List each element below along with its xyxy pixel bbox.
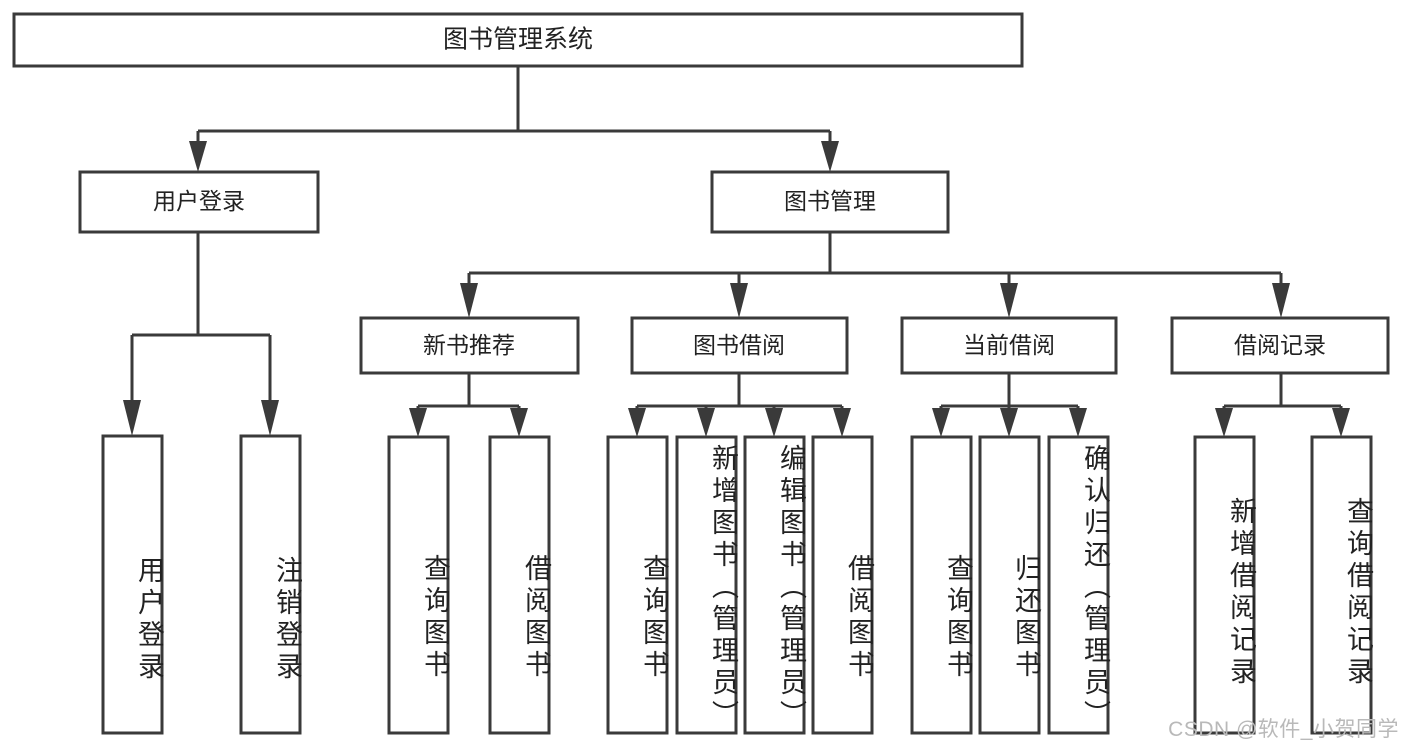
leaf-box-borrow-book-1[interactable] <box>488 435 551 735</box>
arrow-head-leaf-query-book-2 <box>628 408 646 437</box>
arrow-head-leaf-query-book-3 <box>932 408 950 437</box>
node-book-borrow-box[interactable] <box>630 316 849 375</box>
arrow-head-leaf-query-book-1 <box>409 408 427 437</box>
leaf-box-return-book[interactable] <box>978 435 1041 735</box>
node-new-book-rec[interactable]: 新书推荐 <box>359 316 580 375</box>
arrow-head-leaf-add-record <box>1215 408 1233 437</box>
arrow-head-leaf-query-record <box>1332 408 1350 437</box>
node-book-manage-box[interactable] <box>710 170 950 234</box>
leaf-box-user-login[interactable] <box>101 434 164 735</box>
arrow-head-leaf-add-book <box>697 408 715 437</box>
leaf-box-edit-book[interactable] <box>743 435 806 735</box>
arrow-head-book-manage <box>821 141 839 172</box>
arrow-head-new-book-rec <box>460 283 478 318</box>
node-current-borrow-label: 当前借阅 <box>963 332 1055 358</box>
leaf-box-add-record[interactable] <box>1193 435 1256 735</box>
node-book-borrow[interactable]: 图书借阅 <box>630 316 849 375</box>
node-root[interactable]: 图书管理系统 <box>12 12 1024 68</box>
connector-group-current-borrow <box>932 373 1087 437</box>
arrow-head-leaf-confirm-return <box>1069 408 1087 437</box>
node-book-manage-label: 图书管理 <box>784 188 876 214</box>
leaf-box-add-book[interactable] <box>675 435 738 735</box>
leaf-group-book-borrow <box>606 435 874 735</box>
connector-group-user-login <box>123 232 279 436</box>
connector-group-borrow-record <box>1215 373 1350 437</box>
node-current-borrow-box[interactable] <box>900 316 1118 375</box>
connector-group-root <box>189 66 839 172</box>
arrow-head-user-login <box>189 141 207 172</box>
node-user-login-label: 用户登录 <box>153 188 245 214</box>
node-root-box[interactable] <box>12 12 1024 68</box>
node-user-login-box[interactable] <box>78 170 320 234</box>
arrow-head-borrow-record <box>1272 283 1290 318</box>
leaf-group-borrow-record <box>1193 435 1373 735</box>
node-borrow-record[interactable]: 借阅记录 <box>1170 316 1390 375</box>
arrow-head-leaf-edit-book <box>765 408 783 437</box>
leaf-group-new-book-rec <box>387 435 551 735</box>
arrow-head-book-borrow <box>730 283 748 318</box>
node-current-borrow[interactable]: 当前借阅 <box>900 316 1118 375</box>
arrow-head-leaf-return-book <box>1000 408 1018 437</box>
node-user-login[interactable]: 用户登录 <box>78 170 320 234</box>
node-new-book-rec-box[interactable] <box>359 316 580 375</box>
leaf-box-borrow-book-2[interactable] <box>811 435 874 735</box>
arrow-head-current-borrow <box>1000 283 1018 318</box>
node-borrow-record-box[interactable] <box>1170 316 1390 375</box>
node-book-borrow-label: 图书借阅 <box>693 332 785 358</box>
leaf-box-confirm-return[interactable] <box>1047 435 1110 735</box>
node-book-manage[interactable]: 图书管理 <box>710 170 950 234</box>
arrow-head-leaf-borrow-book-2 <box>833 408 851 437</box>
leaf-box-query-book-1[interactable] <box>387 435 450 735</box>
arrow-head-leaf-borrow-book-1 <box>510 408 528 437</box>
arrow-head-leaf-logout <box>261 400 279 436</box>
leaf-box-query-record[interactable] <box>1310 435 1373 735</box>
connector-group-new-book-rec <box>409 373 528 437</box>
leaf-group-current-borrow <box>910 435 1110 735</box>
arrow-head-leaf-user-login <box>123 400 141 436</box>
node-root-label: 图书管理系统 <box>443 26 593 54</box>
node-borrow-record-label: 借阅记录 <box>1234 332 1326 358</box>
leaf-box-query-book-3[interactable] <box>910 435 973 735</box>
leaf-group-user-login <box>101 434 302 735</box>
connector-group-book-manage <box>460 232 1290 318</box>
connector-group-book-borrow <box>628 373 851 437</box>
node-new-book-rec-label: 新书推荐 <box>423 332 515 358</box>
leaf-box-logout[interactable] <box>239 434 302 735</box>
watermark-text: CSDN @软件_小贺同学 <box>1168 718 1399 741</box>
leaf-box-query-book-2[interactable] <box>606 435 669 735</box>
